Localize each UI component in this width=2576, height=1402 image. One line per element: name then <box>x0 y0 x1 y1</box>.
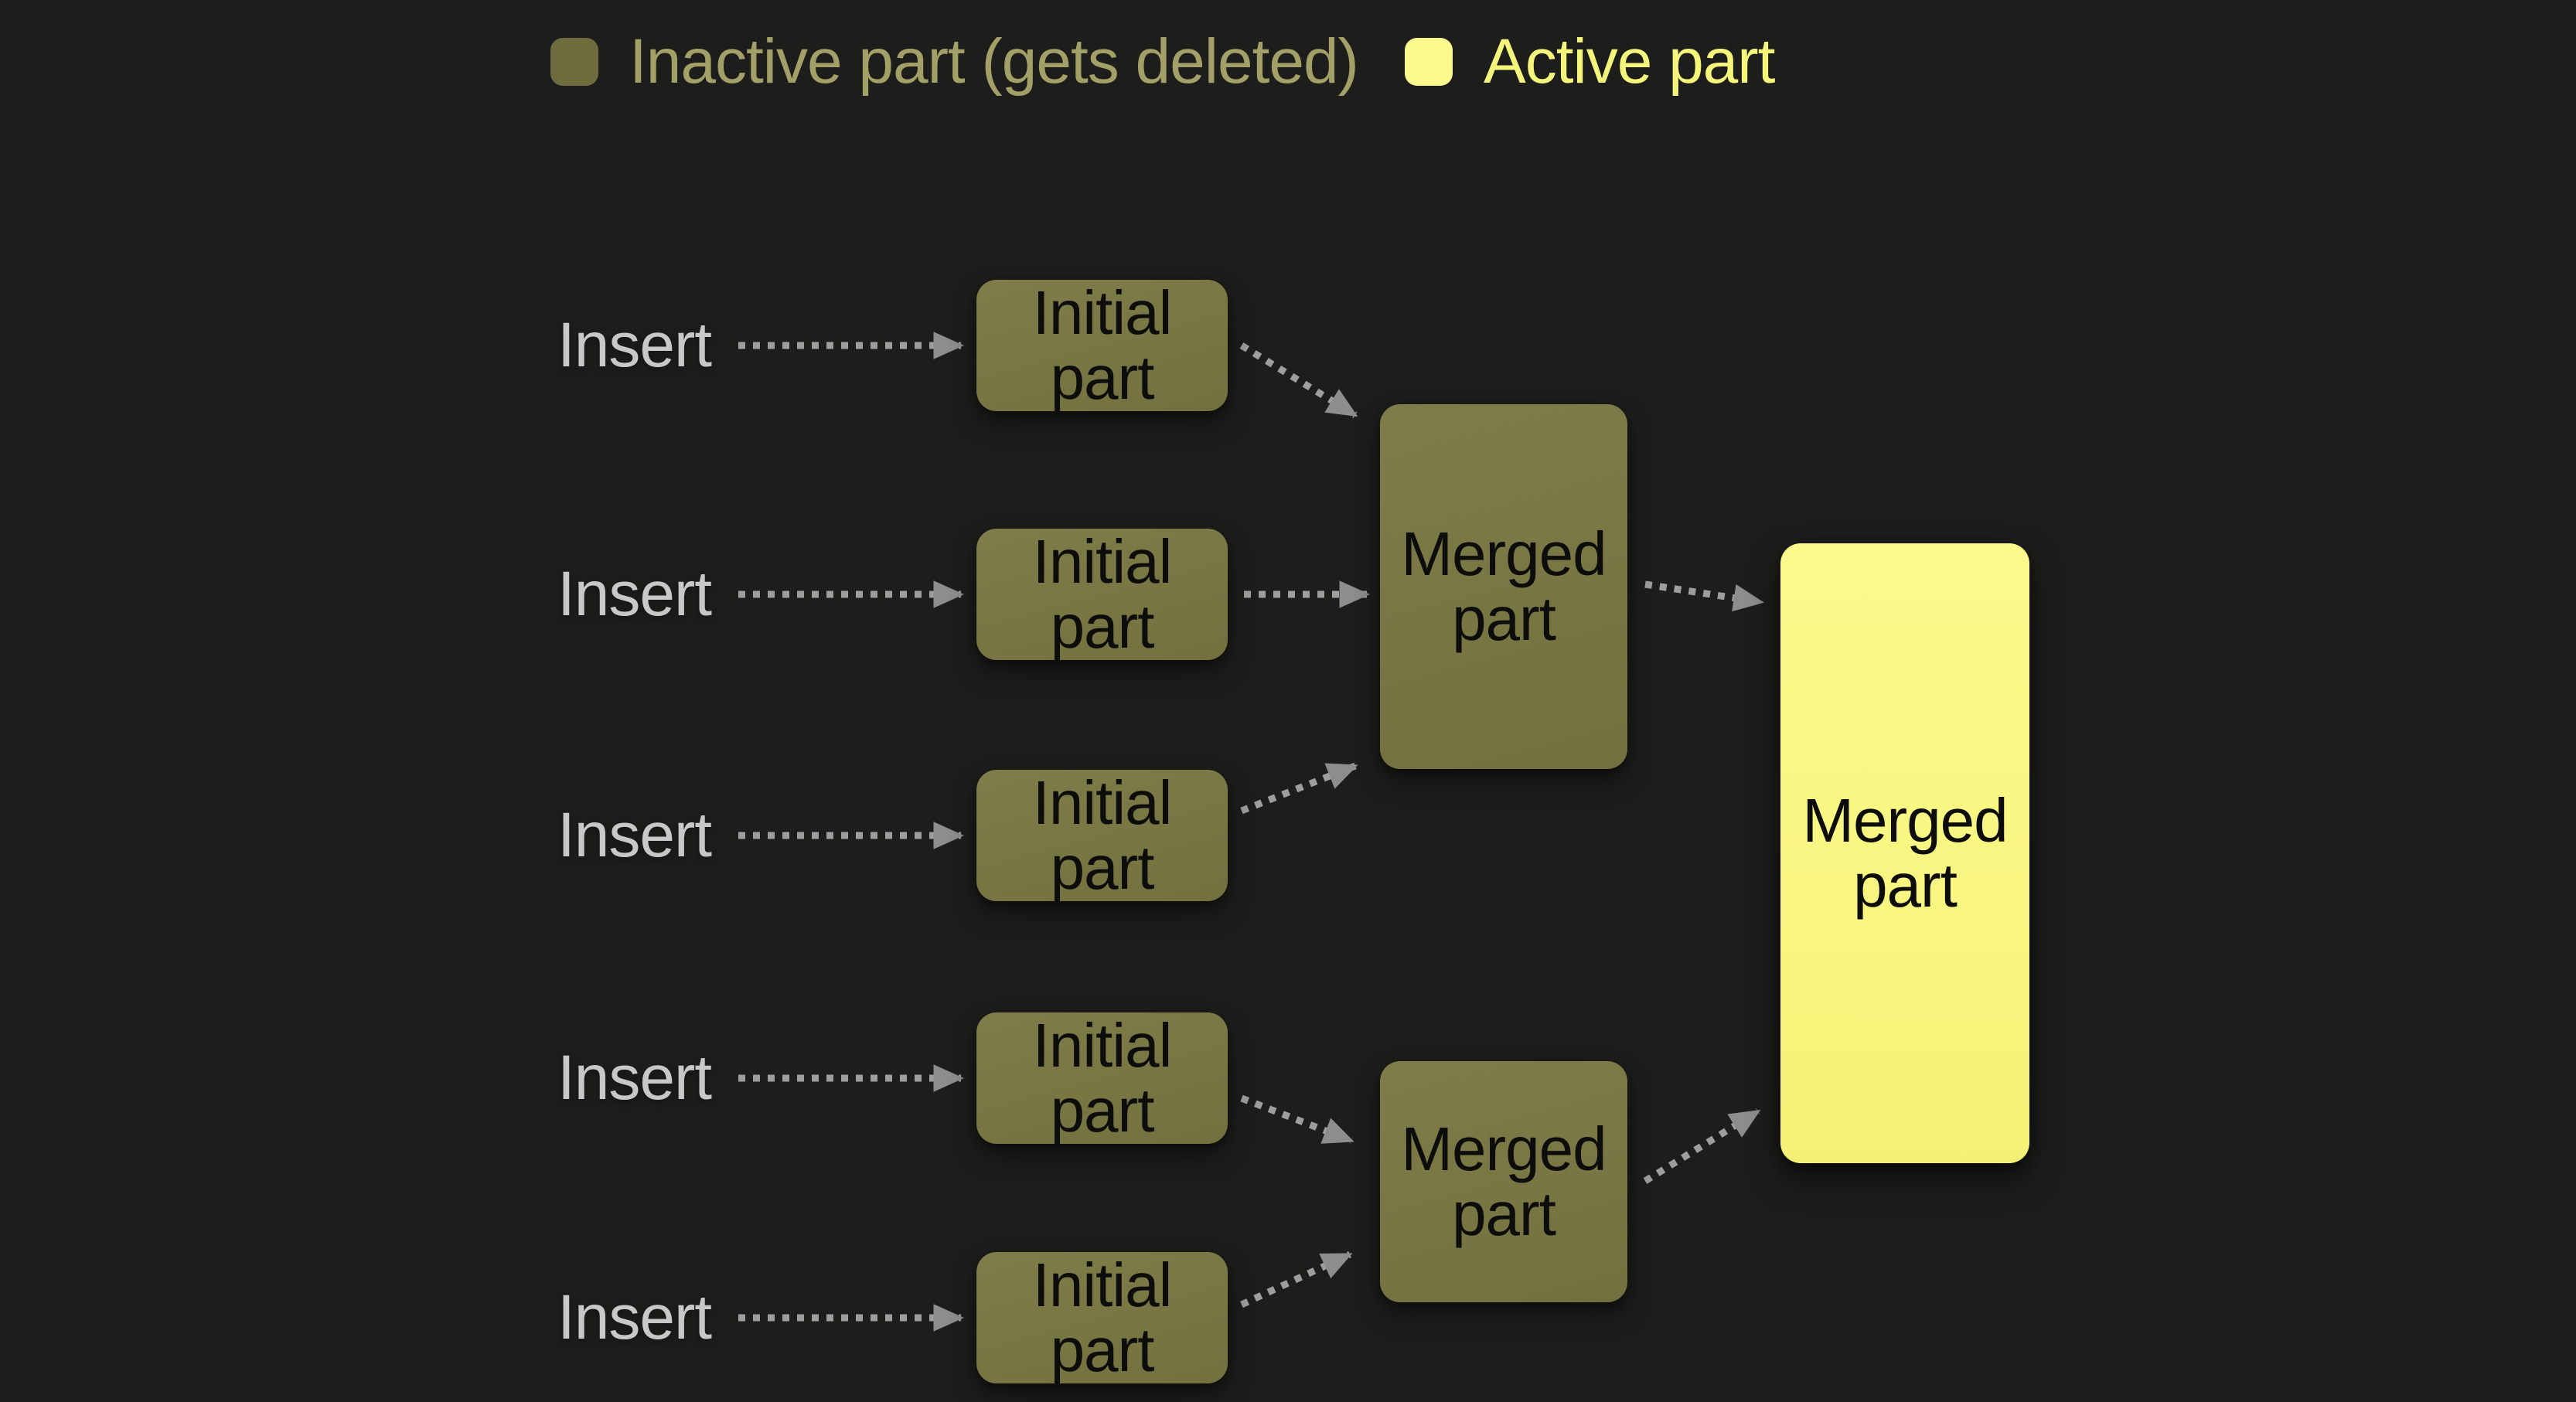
insert-label-4: Insert <box>557 1043 712 1113</box>
inactive-swatch-icon <box>550 38 598 86</box>
arrow-initial5-to-merged2 <box>1240 1251 1353 1308</box>
node-initial-part-3: Initial part <box>976 770 1228 901</box>
node-label: Merged part <box>1401 1114 1607 1248</box>
insert-label-5: Insert <box>557 1282 712 1353</box>
node-label: Initial part <box>1032 768 1173 902</box>
arrow-merged1-to-final <box>1644 580 1764 612</box>
node-label: Initial part <box>1032 1251 1173 1384</box>
legend-item-inactive: Inactive part (gets deleted) <box>550 30 1359 94</box>
insert-label-1: Insert <box>557 310 712 380</box>
legend-label-inactive: Inactive part (gets deleted) <box>629 26 1359 97</box>
node-initial-part-2: Initial part <box>976 529 1228 660</box>
node-label: Merged part <box>1802 786 2008 920</box>
node-label: Initial part <box>1032 1011 1173 1145</box>
node-final-merged-part: Merged part <box>1780 543 2029 1163</box>
legend-label-active: Active part <box>1484 26 1775 97</box>
arrow-initial4-to-merged2 <box>1240 1094 1354 1145</box>
node-label: Initial part <box>1032 527 1173 661</box>
node-label: Initial part <box>1032 278 1173 412</box>
arrow-initial3-to-merged1 <box>1240 762 1358 815</box>
node-initial-part-5: Initial part <box>976 1252 1228 1383</box>
node-label: Merged part <box>1401 519 1607 653</box>
arrow-initial1-to-merged1 <box>1239 342 1358 418</box>
node-merged-part-1: Merged part <box>1380 404 1627 769</box>
arrow-merged2-to-final <box>1643 1108 1761 1184</box>
insert-label-3: Insert <box>557 800 712 870</box>
node-merged-part-2: Merged part <box>1380 1061 1627 1302</box>
node-initial-part-4: Initial part <box>976 1012 1228 1144</box>
active-swatch-icon <box>1405 38 1453 86</box>
insert-label-2: Insert <box>557 559 712 629</box>
legend-item-active: Active part <box>1405 30 1775 94</box>
node-initial-part-1: Initial part <box>976 280 1228 411</box>
